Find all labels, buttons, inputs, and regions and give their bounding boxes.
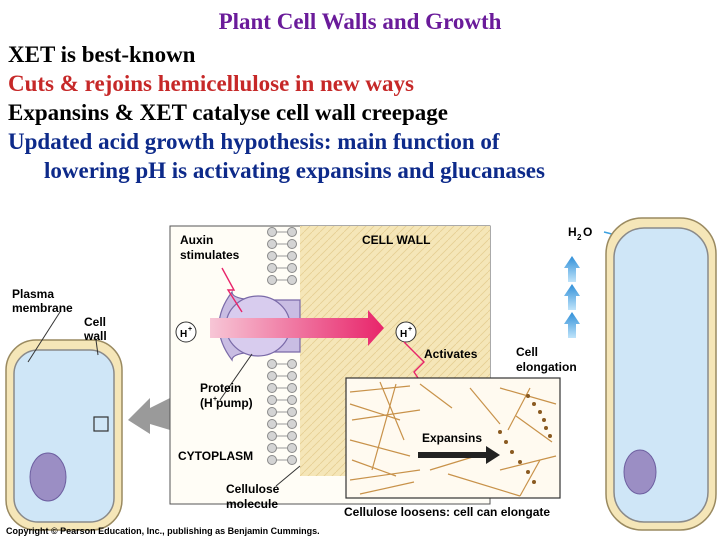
- bullet-lowering-ph: lowering pH is activating expansins and …: [44, 158, 545, 183]
- label-cellulose-loosens: Cellulose loosens: cell can elongate: [344, 505, 550, 519]
- elongation-arrows: [564, 256, 580, 338]
- left-plant-cell: [5, 311, 123, 531]
- bullet-xet: XET is best-known: [8, 42, 196, 67]
- nucleus-right: [623, 449, 657, 495]
- label-cellulose: Cellulose: [226, 482, 280, 496]
- label-expansins: Expansins: [422, 431, 482, 445]
- copyright-notice: Copyright © Pearson Education, Inc., pub…: [6, 526, 320, 536]
- label-h-pump: (H pump): [200, 396, 253, 410]
- label-cell-wall-header: CELL WALL: [362, 233, 430, 247]
- label-molecule: molecule: [226, 497, 278, 511]
- bullet-cuts-rejoins: Cuts & rejoins hemicellulose in new ways: [8, 71, 414, 96]
- expansins-arrow-icon: [418, 446, 500, 464]
- membrane-bilayer: [267, 227, 297, 465]
- bullet-expansins-xet: Expansins & XET catalyse cell wall creep…: [8, 100, 448, 125]
- label-h-right: H: [400, 329, 407, 340]
- bullet-list: XET is best-known Cuts & rejoins hemicel…: [8, 40, 713, 185]
- up-arrow-icon: [564, 256, 580, 282]
- label-stimulates: stimulates: [180, 248, 240, 262]
- zoom-arrow-icon: [128, 398, 170, 434]
- auxin-signal-icon: [221, 267, 243, 313]
- label-auxin: Auxin: [180, 233, 213, 247]
- bullet-acid-growth: Updated acid growth hypothesis: main fun…: [8, 129, 500, 154]
- label-elongation: elongation: [516, 360, 577, 374]
- label-plus-left: +: [188, 326, 192, 333]
- protein-pointer: [219, 353, 253, 401]
- label-wall: wall: [83, 329, 107, 343]
- cell-wall-pointer: [95, 339, 99, 356]
- label-plus-right: +: [408, 326, 412, 333]
- label-pump-plus: +: [213, 396, 217, 403]
- up-arrow-icon: [564, 284, 580, 310]
- expansins-inset: [345, 377, 561, 499]
- right-elongated-cell: [605, 217, 717, 531]
- label-activates: Activates: [424, 347, 478, 361]
- cellulose-fibrils: [349, 381, 557, 497]
- zoom-box: [93, 416, 109, 432]
- proton-circle-left: [175, 321, 197, 343]
- label-h-left: H: [180, 329, 187, 340]
- proton-arrow-icon: [210, 310, 384, 346]
- label-membrane: membrane: [12, 301, 73, 315]
- label-plasma: Plasma: [12, 287, 54, 301]
- label-cytoplasm: CYTOPLASM: [178, 449, 253, 463]
- label-water-o: O: [583, 225, 592, 239]
- cellulose-pointer: [275, 465, 301, 487]
- nucleus-left: [29, 452, 67, 502]
- label-water-2: 2: [577, 233, 582, 242]
- plasma-membrane-pointer: [27, 311, 61, 363]
- slide-title: Plant Cell Walls and Growth: [218, 9, 502, 34]
- up-arrow-icon: [564, 312, 580, 338]
- proton-circle-right: [395, 321, 417, 343]
- label-water-h: H: [568, 225, 577, 239]
- label-cell: Cell: [84, 315, 106, 329]
- label-protein: Protein: [200, 381, 241, 395]
- label-cell-elong: Cell: [516, 345, 538, 359]
